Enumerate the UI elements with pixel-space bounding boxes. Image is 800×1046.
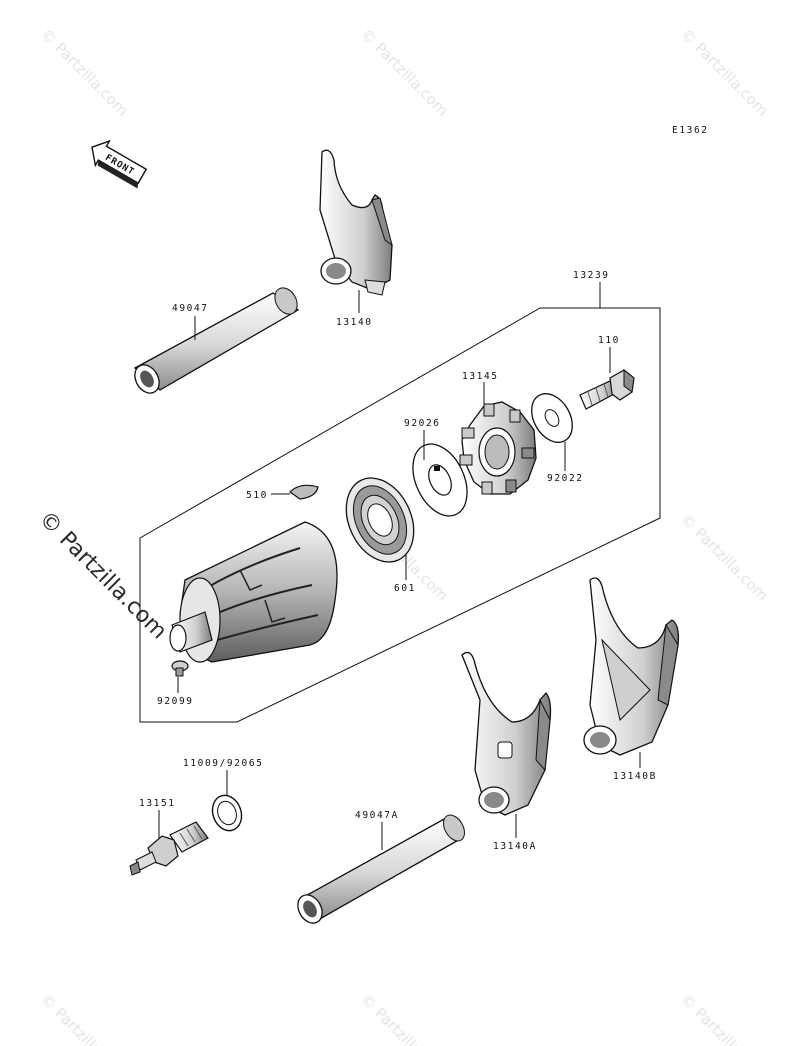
label-13140A: 13140A: [493, 841, 537, 852]
shaft-49047A: [297, 814, 465, 924]
shaft-49047: [133, 287, 300, 394]
label-13140B: 13140B: [613, 771, 657, 782]
watermark: © Partzilla.com: [37, 25, 132, 120]
watermark: © Partzilla.com: [37, 990, 132, 1046]
switch-13151: [129, 821, 209, 876]
label-49047A: 49047A: [355, 810, 399, 821]
shift-fork-13140A: [461, 651, 552, 816]
gasket-11009-92065: [211, 794, 243, 832]
shift-fork-13140: [319, 149, 393, 296]
shift-fork-13140B: [583, 577, 680, 756]
label-510: 510: [246, 490, 268, 501]
watermark-large: © Partzilla.com: [34, 507, 172, 645]
shift-drum: [169, 521, 338, 663]
assembly-outline: [139, 307, 661, 723]
label-601: 601: [394, 583, 416, 594]
label-13239: 13239: [573, 270, 610, 281]
label-13140: 13140: [336, 317, 373, 328]
watermark: © Partzilla.com: [357, 990, 452, 1046]
diagram-code: E1362: [672, 125, 709, 136]
label-13145: 13145: [462, 371, 499, 382]
watermark: © Partzilla.com: [357, 25, 452, 120]
label-92026: 92026: [404, 418, 441, 429]
pin-92099: [171, 660, 189, 677]
label-92099: 92099: [157, 696, 194, 707]
key-510: [289, 484, 319, 500]
washer-92022: [531, 393, 573, 443]
label-49047: 49047: [172, 303, 209, 314]
front-arrow-icon: FRONT: [91, 139, 148, 189]
label-11009-92065: 11009/92065: [183, 758, 264, 769]
label-13151: 13151: [139, 798, 176, 809]
watermark: © Partzilla.com: [677, 990, 772, 1046]
watermark: © Partzilla.com: [677, 510, 772, 605]
label-92022: 92022: [547, 473, 584, 484]
bolt-110: [579, 368, 635, 410]
bearing-601: [345, 477, 415, 563]
washer-92026: [412, 443, 468, 517]
label-110: 110: [598, 335, 620, 346]
watermark: © Partzilla.com: [677, 25, 772, 120]
pin-plate-13145: [459, 401, 537, 495]
